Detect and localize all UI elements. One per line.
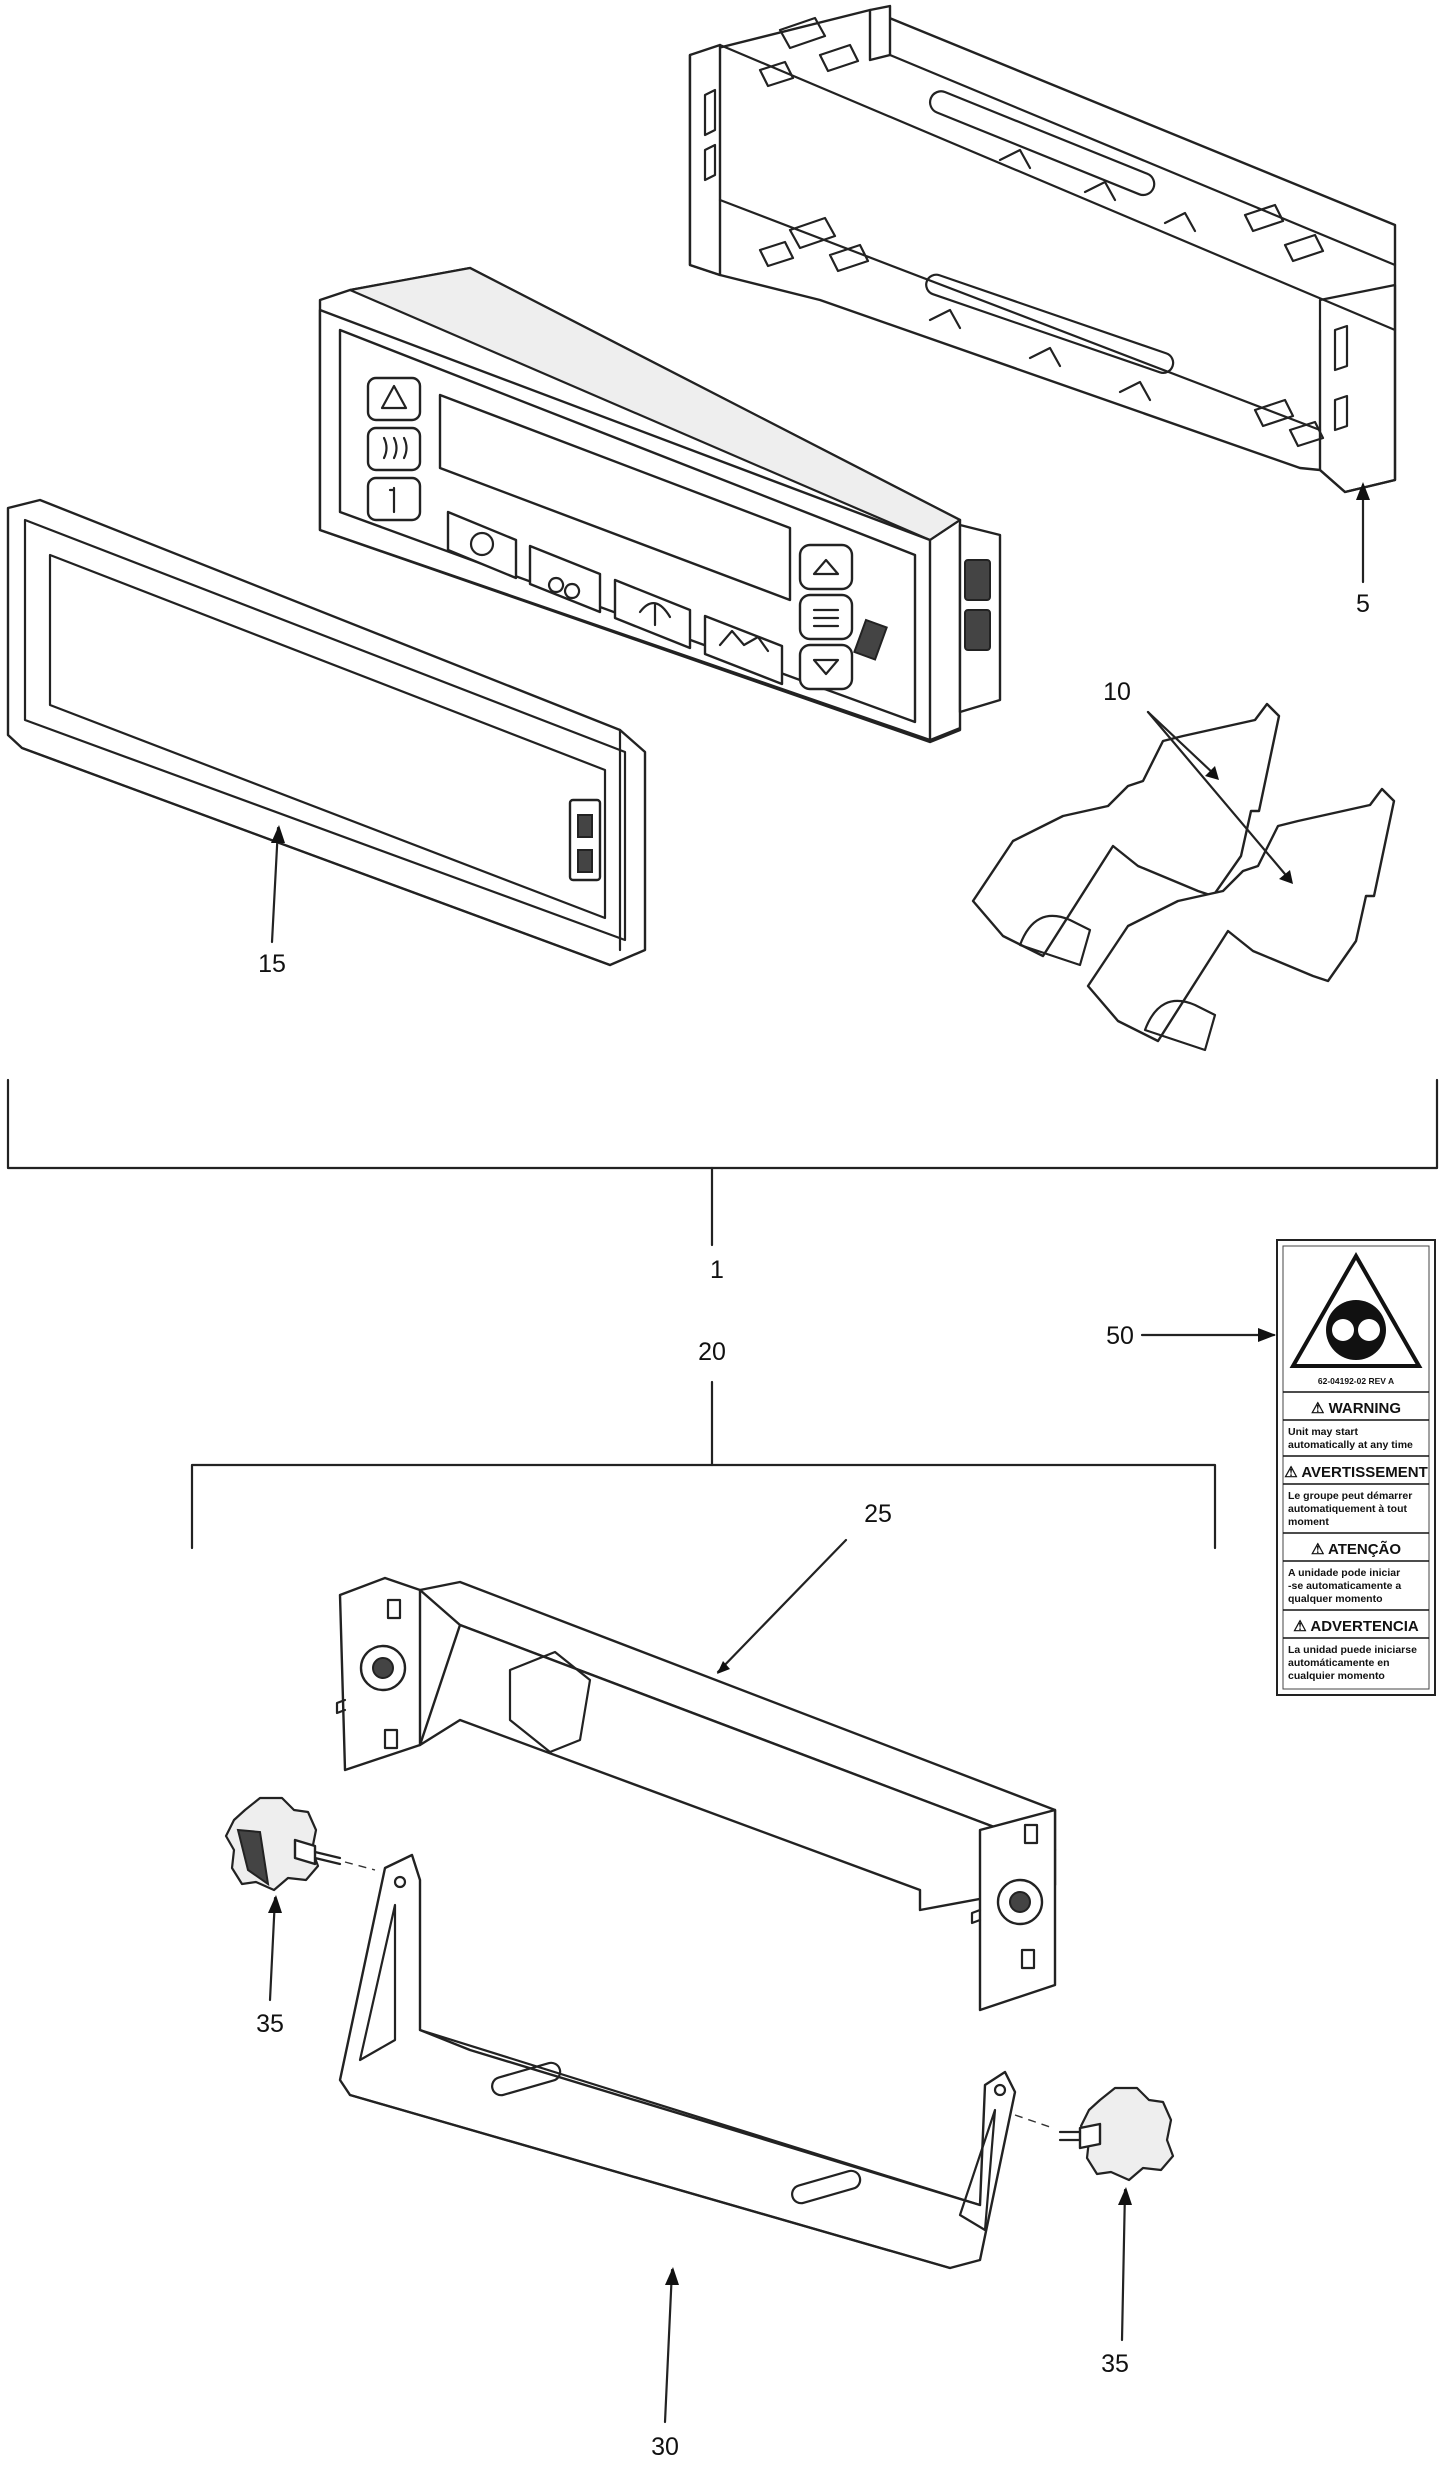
- decal-line: cualquier momento: [1288, 1670, 1385, 1682]
- triangle-icon: [1289, 1251, 1423, 1368]
- lower-bracket-part-30: [338, 1853, 1017, 2270]
- callout-35-right: 35: [1101, 2350, 1129, 2378]
- callout-50: 50: [1106, 1322, 1134, 1350]
- assembly-bracket-20: [190, 1380, 1217, 1550]
- callout-1: 1: [710, 1256, 724, 1284]
- knob-part-35-left: [224, 1796, 376, 1892]
- decal-heading-avertissement: ⚠ AVERTISSEMENT: [1284, 1464, 1427, 1481]
- decal-line: -se automaticamente a: [1288, 1580, 1401, 1592]
- callout-10: 10: [1103, 678, 1131, 706]
- warning-decal-part-50: 62-04192-02 REV A ⚠ WARNING Unit may sta…: [1276, 1239, 1436, 1696]
- callout-25: 25: [864, 1500, 892, 1528]
- bezel-part-15: [6, 498, 647, 967]
- upper-bracket-part-25: [335, 1576, 1057, 2012]
- decal-line: A unidade pode iniciar: [1288, 1567, 1400, 1579]
- callout-15: 15: [258, 950, 286, 978]
- decal-line: automáticamente en: [1288, 1657, 1390, 1669]
- assembly-bracket-1: [6, 1078, 1439, 1247]
- callout-5: 5: [1356, 590, 1370, 618]
- decal-part-number: 62-04192-02 REV A: [1318, 1376, 1394, 1386]
- mounting-sleeve-part-5: [688, 4, 1397, 494]
- autostart-symbol-icon: [1326, 1300, 1386, 1360]
- decal-line: qualquer momento: [1288, 1593, 1383, 1605]
- keys-part-10: [971, 702, 1396, 1052]
- decal-line: automatically at any time: [1288, 1439, 1413, 1451]
- decal-line: automatiquement à tout: [1288, 1503, 1408, 1515]
- callout-30: 30: [651, 2433, 679, 2461]
- leader-lines: [268, 482, 1370, 2424]
- decal-heading-warning: ⚠ WARNING: [1311, 1400, 1401, 1417]
- controller-display-unit: [318, 266, 1002, 744]
- decal-heading-atencao: ⚠ ATENÇÃO: [1311, 1540, 1401, 1558]
- decal-line: La unidad puede iniciarse: [1288, 1644, 1417, 1656]
- knob-part-35-right: [1014, 2086, 1175, 2182]
- decal-line: moment: [1288, 1516, 1329, 1528]
- callout-35-left: 35: [256, 2010, 284, 2038]
- decal-heading-advertencia: ⚠ ADVERTENCIA: [1293, 1618, 1419, 1635]
- decal-line: Le groupe peut démarrer: [1288, 1490, 1412, 1502]
- decal-line: Unit may start: [1288, 1426, 1359, 1438]
- callout-20: 20: [698, 1338, 726, 1366]
